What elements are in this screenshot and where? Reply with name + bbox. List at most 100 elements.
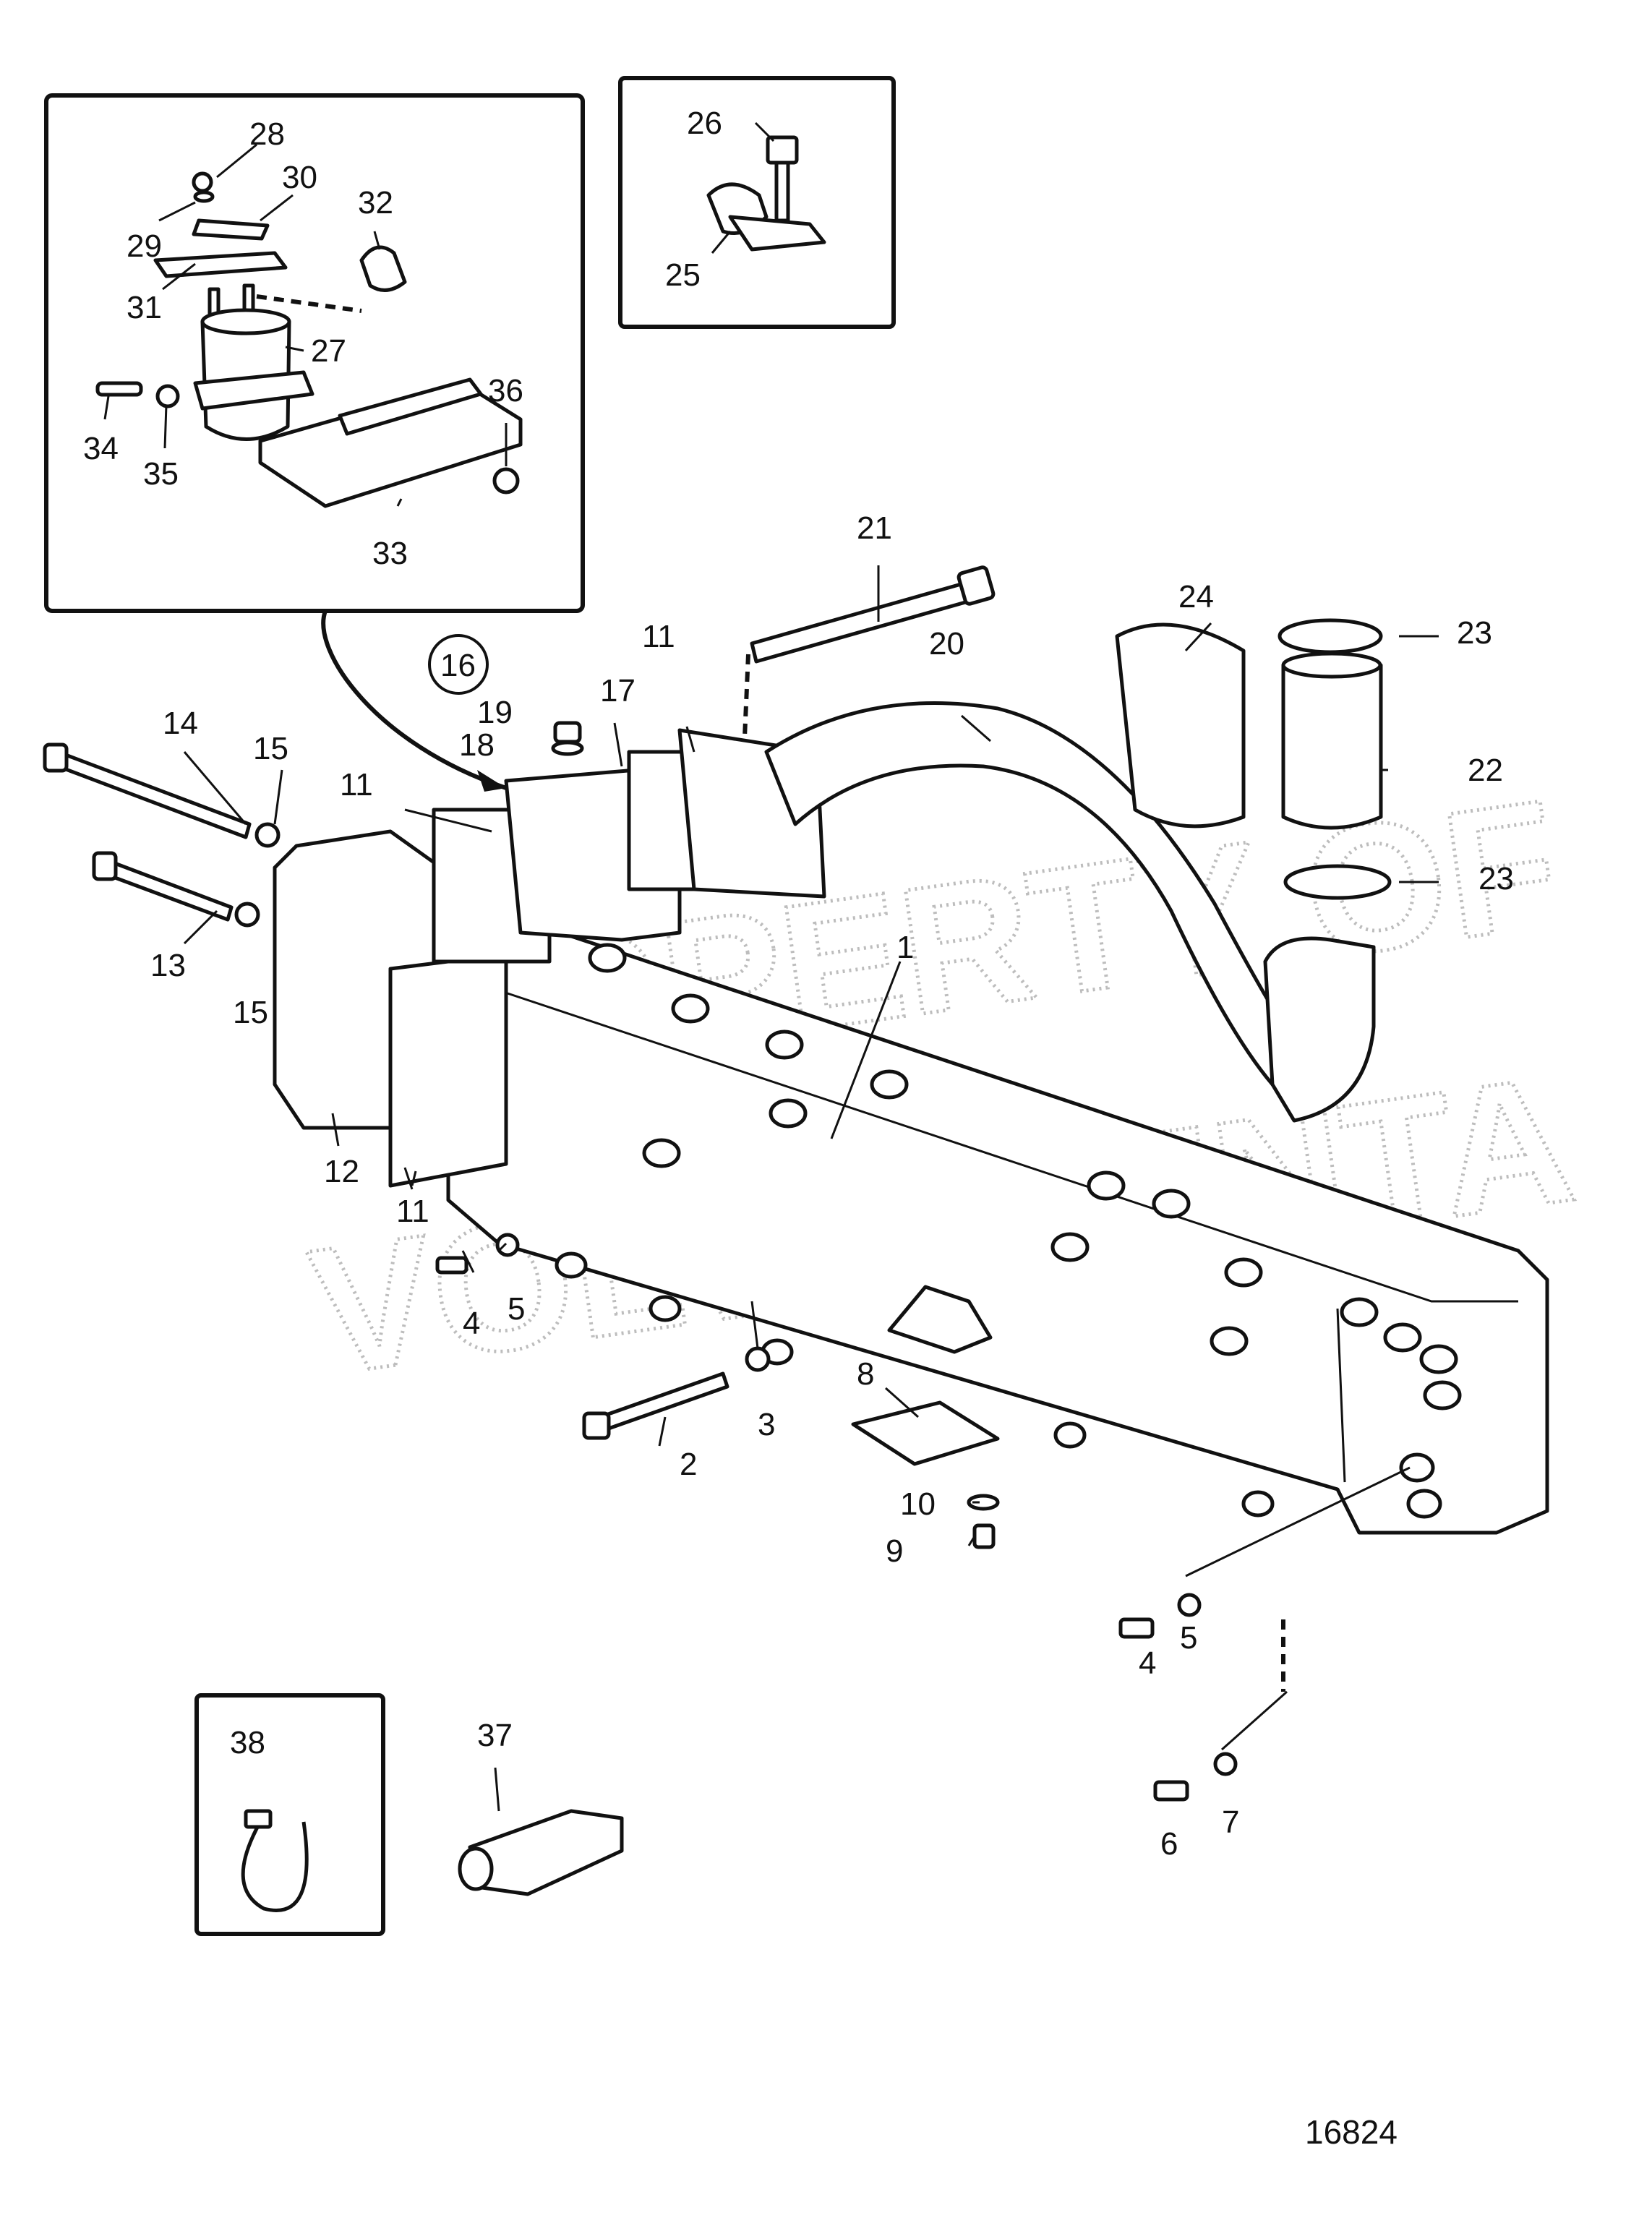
screw-4-right [1118,1617,1155,1639]
label-12: 12 [324,1154,359,1189]
cable-tie-head [244,1809,273,1829]
mounting-bracket-rail [338,377,483,436]
washer-15-lower [234,902,260,928]
label-24: 24 [1178,579,1214,615]
detail-box-clamp [618,76,896,329]
manifold-end-edge [1336,1308,1346,1483]
label-5-right: 5 [1180,1620,1197,1656]
label-10: 10 [900,1486,936,1522]
label-9: 9 [886,1533,903,1569]
hose-clamp-23-upper [1277,618,1383,654]
sealant-tube-37 [468,1809,624,1896]
sensor-plate-30 [192,218,270,241]
detail-box-sensor [44,93,585,613]
washer-7 [1213,1752,1238,1776]
label-18: 18 [459,727,495,763]
sensor-plug-32 [359,245,407,292]
bolt-head-26 [766,135,799,165]
figure-number: 16824 [1305,2113,1398,2151]
nut-19 [553,721,582,744]
label-11-upper: 11 [642,619,675,654]
label-32: 32 [358,185,393,221]
manifold-edge [476,982,1518,1303]
hose-22-top [1281,651,1382,679]
label-3: 3 [758,1407,775,1442]
label-30: 30 [282,160,317,195]
label-14: 14 [163,706,198,741]
hose-clamp-23-lower [1283,864,1392,900]
screw-2-head [582,1411,611,1440]
bolt-13-head [92,851,118,881]
cover-plate-8 [851,1400,1000,1466]
label-15-lower: 15 [233,995,268,1030]
washer-5-right [1177,1593,1202,1617]
sealant-cap [458,1846,494,1891]
nut-28 [192,171,213,193]
washer-18 [551,740,584,756]
label-21: 21 [857,510,892,546]
label-35: 35 [143,456,179,492]
label-33: 33 [372,536,408,571]
label-11-lower: 11 [396,1194,429,1229]
label-28: 28 [249,116,285,152]
label-11-left: 11 [340,767,373,802]
label-23-upper: 23 [1457,615,1492,651]
label-16: 16 [440,648,476,683]
label-36: 36 [488,373,523,408]
label-23-lower: 23 [1478,861,1514,896]
sensor-plate-31 [153,251,288,278]
label-38: 38 [230,1725,265,1760]
label-6: 6 [1160,1826,1178,1862]
label-1: 1 [896,930,914,965]
screw-9 [972,1523,996,1549]
label-5-left: 5 [508,1291,525,1327]
exhaust-manifold [446,927,1549,1535]
manifold-bosses [555,943,1462,1519]
label-37: 37 [477,1718,513,1753]
manifold-sensor-boss [887,1285,993,1354]
label-16-circle [428,634,489,695]
hose-22 [1281,663,1383,830]
label-25: 25 [665,257,701,293]
label-27: 27 [311,333,346,369]
label-4-left: 4 [463,1306,480,1341]
detail-link-curve [321,609,507,790]
screw-4-left [435,1256,468,1275]
bolt-14-head [43,742,69,773]
clamp-plate [728,215,826,252]
label-31: 31 [127,290,162,325]
screw-34 [95,381,143,397]
label-17: 17 [600,673,635,709]
sensor-bracket [193,370,314,411]
bolt-21-head [956,565,996,606]
washer-29 [193,190,215,203]
sensor-body-top [200,308,291,335]
label-2: 2 [680,1447,697,1482]
washer-3 [745,1346,771,1372]
label-29: 29 [127,228,162,264]
sensor-dash-line [256,294,362,313]
label-20: 20 [929,626,964,662]
screw-6 [1153,1780,1189,1802]
washer-35 [155,384,180,408]
label-13: 13 [150,948,186,983]
clamp-assembly [706,135,826,252]
label-34: 34 [83,431,119,466]
label-19: 19 [477,695,513,730]
label-8: 8 [857,1356,874,1392]
bolt-13 [101,858,234,922]
washer-10 [967,1494,1000,1511]
cable-tie-38 [241,1820,309,1912]
label-15-upper: 15 [253,731,288,766]
label-4-right: 4 [1139,1645,1156,1681]
detail-box-cable-tie [194,1693,385,1936]
label-22: 22 [1468,753,1503,788]
washer-15-upper [254,822,281,848]
bolt-21-dash [742,654,750,738]
leader-lines [103,121,1439,1812]
label-7: 7 [1222,1805,1239,1840]
detail-link-arrow [477,770,506,792]
nut-36 [492,467,520,495]
pipe-elbow [1263,936,1376,1123]
